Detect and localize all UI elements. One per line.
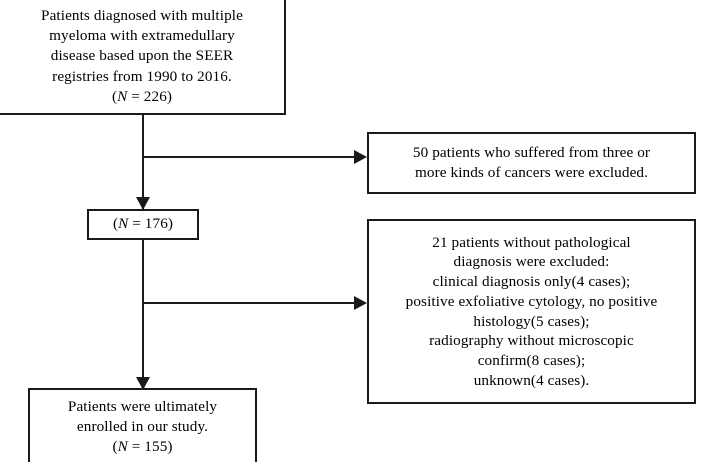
source-cohort-text: Patients diagnosed with multiple myeloma… <box>41 7 243 105</box>
exclusion-box-multiple-cancers: 50 patients who suffered from three or m… <box>367 132 696 194</box>
arrowhead-right-exclusion-1 <box>354 150 367 164</box>
final-enrolled-box: Patients were ultimately enrolled in our… <box>28 388 257 462</box>
branch-line-to-exclusion-1 <box>143 156 355 158</box>
arrowhead-down-remaining-cohort <box>136 197 150 210</box>
exclusion-box-no-pathological-diagnosis: 21 patients without pathological diagnos… <box>367 219 696 404</box>
arrowhead-down-final-cohort <box>136 377 150 390</box>
exclusion-no-pathology-text: 21 patients without pathological diagnos… <box>405 233 658 389</box>
arrowhead-right-exclusion-2 <box>354 296 367 310</box>
remaining-cohort-box: (N = 176) <box>87 209 199 240</box>
final-enrolled-text: Patients were ultimately enrolled in our… <box>67 397 218 456</box>
trunk-line <box>142 113 144 390</box>
remaining-cohort-text: (N = 176) <box>112 215 174 233</box>
branch-line-to-exclusion-2 <box>143 302 355 304</box>
exclusion-multiple-cancers-text: 50 patients who suffered from three or m… <box>412 143 651 181</box>
source-cohort-box: Patients diagnosed with multiple myeloma… <box>0 0 286 115</box>
